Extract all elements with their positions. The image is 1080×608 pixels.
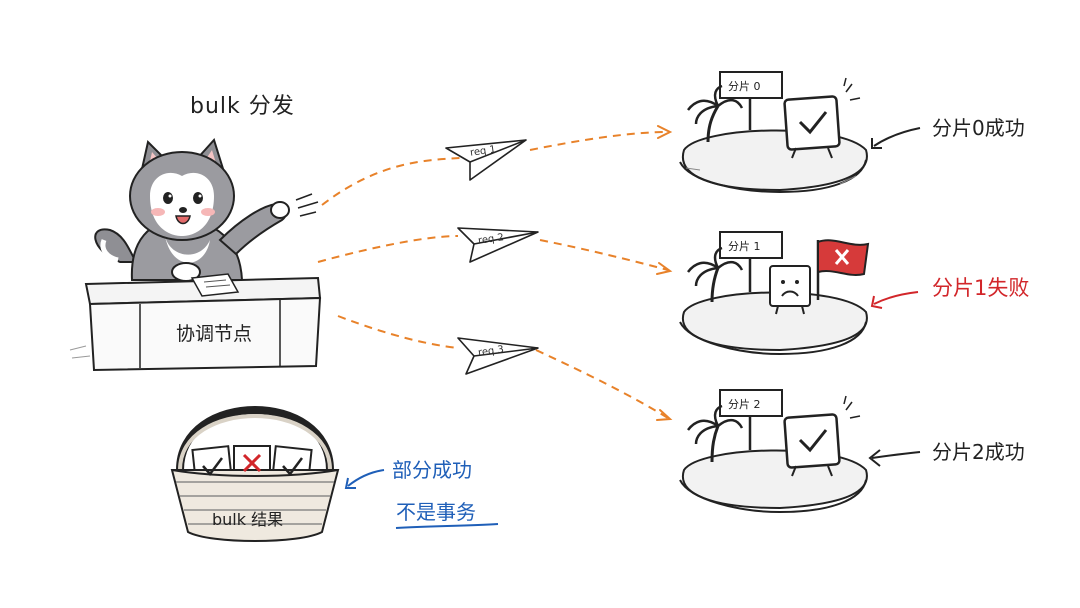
basket-icon [170,406,340,542]
red-flag-icon [816,239,870,300]
coordinator-desk [69,273,322,372]
diagram-title: bulk 分发 [190,94,295,119]
palm-tree-icon [687,84,744,143]
shard-1-result: 分片1失败 [932,276,1030,300]
arrowheads [656,125,673,421]
result-arrow-2 [871,451,921,459]
shard-0-sign: 分片 0 [728,80,761,93]
arrowhead-3 [656,409,673,421]
paper-plane-icon [457,337,539,375]
result-arrowhead-0 [871,138,882,149]
arrowhead-1 [657,125,673,139]
shard-1-box [769,265,811,315]
result-arrow-0 [873,127,921,147]
basket-label: bulk 结果 [212,510,284,529]
note-arrow [347,469,385,487]
sad-face-icon [781,290,799,297]
path-3a [337,315,459,349]
shard-1-sign: 分片 1 [728,240,761,253]
shard-0-result: 分片0成功 [932,116,1025,140]
husky-mascot [94,138,319,282]
palm-tree-icon [687,246,744,303]
result-arrowhead-1 [870,295,883,309]
check-icon [202,457,223,476]
check-icon [798,429,828,453]
shard-0-box [783,77,861,159]
shard-2-result: 分片2成功 [932,440,1025,464]
path-2a [317,235,459,263]
path-2b [539,239,669,271]
note-arrowhead [344,477,356,489]
cross-icon [242,453,262,473]
shard-2-sign: 分片 2 [728,398,761,411]
palm-tree-icon [687,404,744,463]
result-arrowhead-2 [868,449,881,467]
path-1b [529,131,669,151]
note-not-transaction: 不是事务 [396,500,476,524]
island-shard-1 [679,231,868,356]
coordinator-label: 协调节点 [176,323,253,345]
arrowhead-2 [656,262,673,275]
paper-plane-icon [457,227,539,263]
check-icon [282,457,303,476]
path-1a [321,157,461,206]
paper-plane-icon [445,139,527,181]
request-paths [317,131,669,419]
path-3b [535,349,669,419]
note-partial-success: 部分成功 [392,458,472,482]
result-arrow-1 [873,291,919,305]
shard-2-box [783,395,861,477]
note-underline [395,523,499,529]
check-icon [798,111,828,135]
